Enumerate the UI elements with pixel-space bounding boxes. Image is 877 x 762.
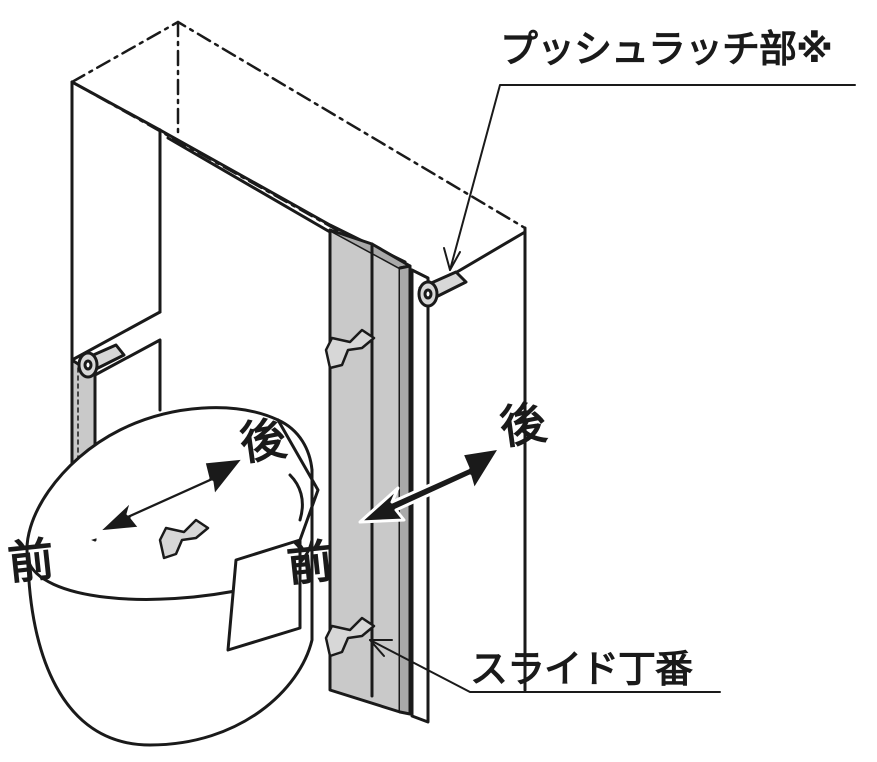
slide-hinge-label: スライド丁番 (470, 647, 693, 691)
slide-hinge-left-lower (158, 518, 210, 560)
push-latch-label: プッシュラッチ部※ (500, 27, 833, 71)
toilet-bowl (25, 406, 320, 747)
front-direction-label-right: 前 (284, 533, 336, 593)
back-direction-label-left: 後 (236, 411, 290, 471)
slide-hinge-lower-door (324, 616, 376, 658)
leader-slide-hinge (369, 639, 721, 693)
leader-push-latch (443, 84, 856, 271)
front-direction-label-left: 前 (5, 531, 57, 591)
back-direction-label-right: 後 (496, 395, 550, 455)
double-arrow-left (96, 456, 246, 534)
push-latch-right (417, 270, 468, 308)
double-arrow-right (358, 446, 502, 524)
cabinet-left-panel (70, 80, 162, 362)
push-latch-left (77, 343, 126, 379)
slide-hinge-upper-door (324, 328, 376, 370)
